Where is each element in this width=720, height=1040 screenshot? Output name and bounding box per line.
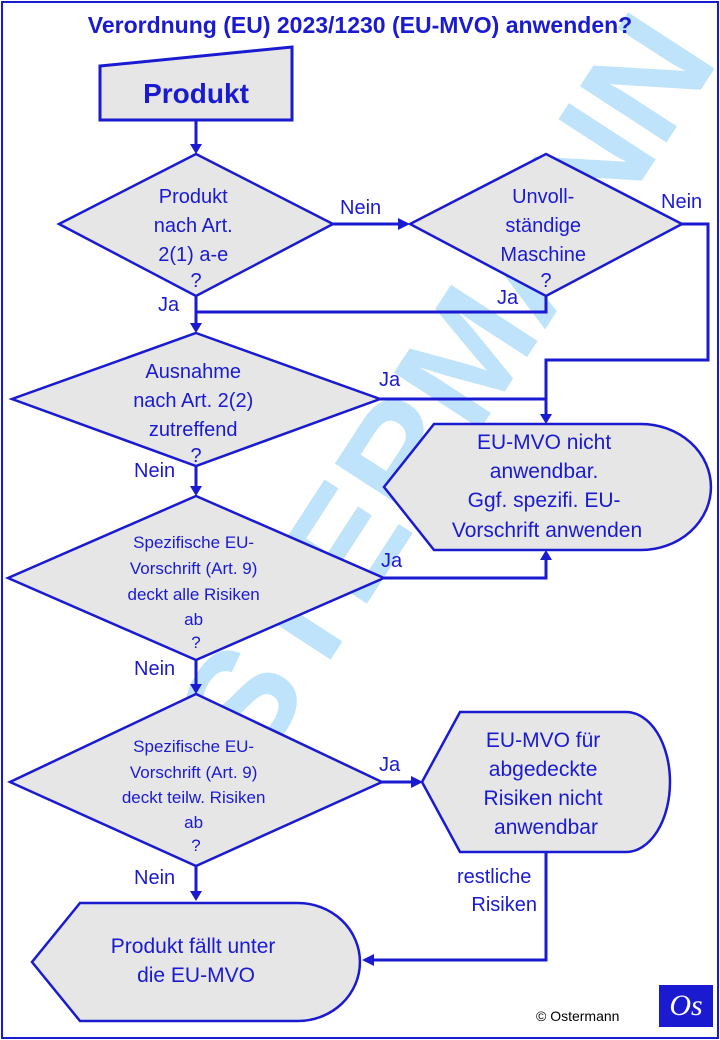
decision-specific-all-shape <box>4 494 388 662</box>
start-node-shape <box>98 45 294 122</box>
connectors <box>190 120 710 966</box>
result-not-applicable-label: EU-MVO nicht anwendbar. Ggf. spezifi. EU… <box>452 431 642 542</box>
decision-specific-partial-label: Spezifische EU- Vorschrift (Art. 9) deck… <box>122 737 270 855</box>
edge-label-nein: Nein <box>661 191 702 213</box>
edge-label-ja: Ja <box>497 287 519 309</box>
result-not-applicable-shape <box>382 422 713 552</box>
edge-label-ja: Ja <box>381 550 403 572</box>
result-partial-shape <box>420 710 672 854</box>
edge-label-ja: Ja <box>158 294 180 316</box>
start-node-label: Produkt <box>143 78 249 109</box>
result-applies-label: Produkt fällt unter die EU-MVO <box>111 935 281 987</box>
decision-art2-1-shape <box>56 152 336 298</box>
result-partial-label: EU-MVO für abgedeckte Risiken nicht anwe… <box>484 729 609 839</box>
decision-specific-partial-shape <box>7 692 385 868</box>
decision-incomplete-machine-label: Unvoll- ständige Maschine ? <box>500 186 591 292</box>
edge-label-nein: Nein <box>134 867 175 889</box>
copyright-text: © Ostermann <box>536 1008 620 1024</box>
result-applies-shape <box>30 901 362 1023</box>
decision-incomplete-machine-shape <box>407 152 685 298</box>
edge-label-nein: Nein <box>134 658 175 680</box>
edge-label-nein: Nein <box>340 197 381 219</box>
edge-label-ja: Ja <box>379 754 401 776</box>
decision-specific-all-label: Spezifische EU- Vorschrift (Art. 9) deck… <box>127 533 264 652</box>
ostermann-logo: Os <box>659 985 713 1027</box>
edge-label-nein: Nein <box>134 460 175 482</box>
edge-label-ja: Ja <box>379 369 401 391</box>
decision-exception-label: Ausnahme nach Art. 2(2) zutreffend ? <box>133 361 259 467</box>
page-title: Verordnung (EU) 2023/1230 (EU-MVO) anwen… <box>87 12 633 38</box>
decision-exception-shape <box>8 331 384 468</box>
decision-art2-1-label: Produkt nach Art. 2(1) a-e ? <box>154 186 239 292</box>
edge-label-remaining-risks: restliche Risiken <box>457 866 537 916</box>
